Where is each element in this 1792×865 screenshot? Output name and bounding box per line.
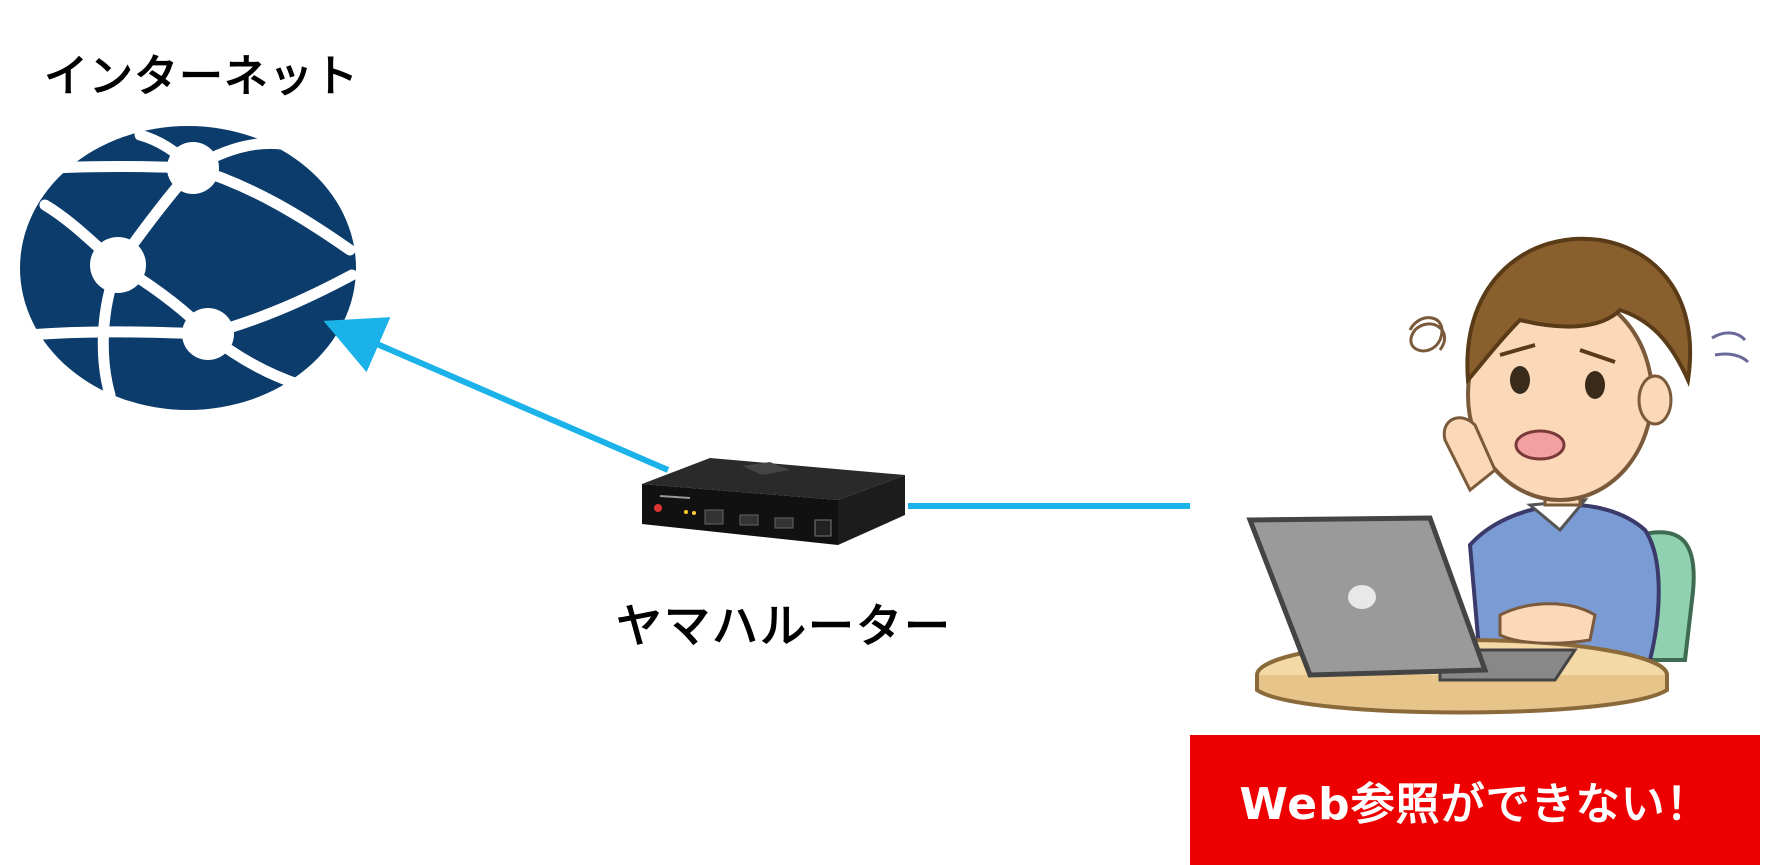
internet-label: インターネット [44,51,359,102]
router-label: ヤマハルーター [616,599,952,653]
internet-globe-icon [19,126,358,410]
confused-user-illustration [1246,236,1750,715]
alert-text: Web参照ができない！ [1239,779,1711,830]
alert-banner: Web参照ができない！ [1190,735,1760,865]
yamaha-router-icon [642,458,905,545]
router-to-internet-arrow [323,317,670,473]
